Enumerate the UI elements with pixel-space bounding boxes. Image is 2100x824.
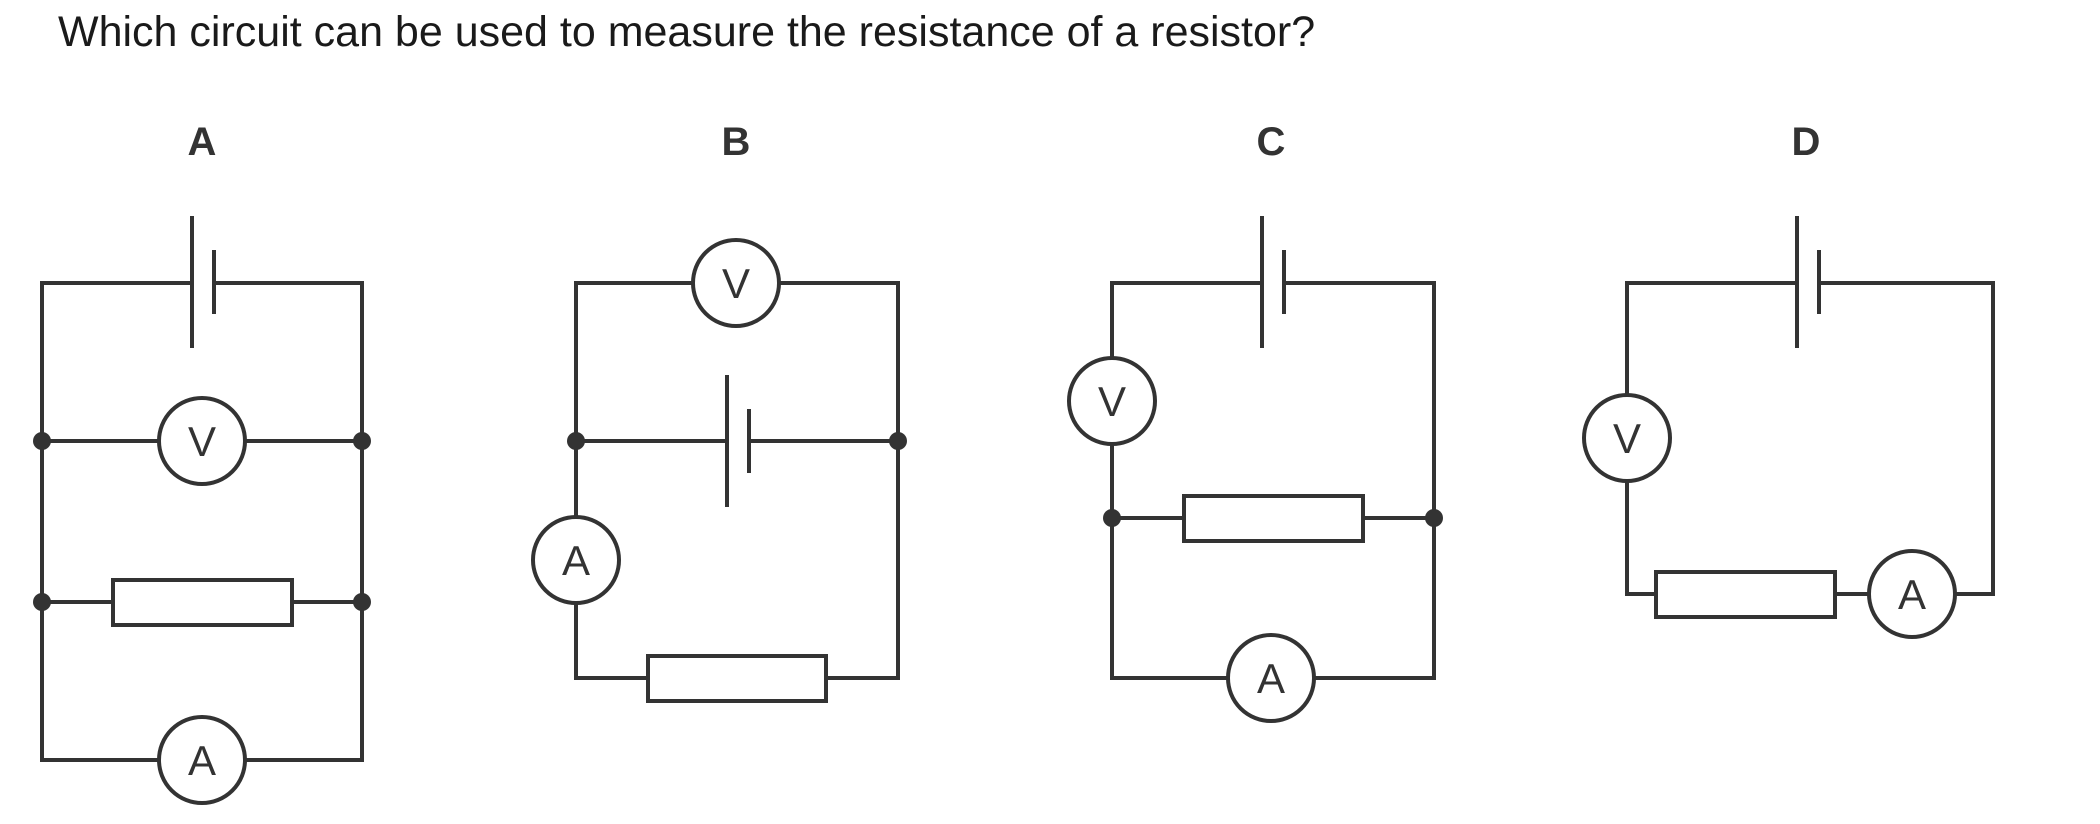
ammeter-b-label: A	[562, 537, 590, 584]
circuit-c[interactable]: C V A	[1067, 120, 1443, 723]
question-text: Which circuit can be used to measure the…	[58, 8, 1316, 56]
resistor-a	[111, 578, 294, 627]
circuit-b[interactable]: B V A	[531, 120, 907, 703]
option-label-c: C	[1257, 120, 1286, 164]
option-label-d: D	[1792, 120, 1821, 164]
option-label-b: B	[722, 120, 751, 164]
resistor-c	[1182, 494, 1365, 543]
resistor-b	[646, 654, 828, 703]
ammeter-d	[1867, 549, 1957, 639]
ammeter-b	[531, 515, 621, 605]
ammeter-d-label: A	[1898, 571, 1926, 618]
voltmeter-d-label: V	[1613, 415, 1641, 462]
ammeter-a	[157, 715, 247, 805]
ammeter-c-label: A	[1257, 655, 1285, 702]
circuit-a[interactable]: A V A	[33, 120, 371, 805]
voltmeter-c-label: V	[1098, 378, 1126, 425]
resistor-d	[1654, 570, 1837, 619]
ammeter-c	[1226, 633, 1316, 723]
voltmeter-d	[1582, 393, 1672, 483]
voltmeter-a	[157, 396, 247, 486]
voltmeter-c	[1067, 356, 1157, 446]
voltmeter-b-label: V	[722, 260, 750, 307]
ammeter-a-label: A	[188, 737, 216, 784]
option-label-a: A	[188, 120, 217, 164]
voltmeter-b	[691, 238, 781, 328]
voltmeter-a-label: V	[188, 418, 216, 465]
circuit-d[interactable]: D V A	[1582, 120, 1995, 639]
